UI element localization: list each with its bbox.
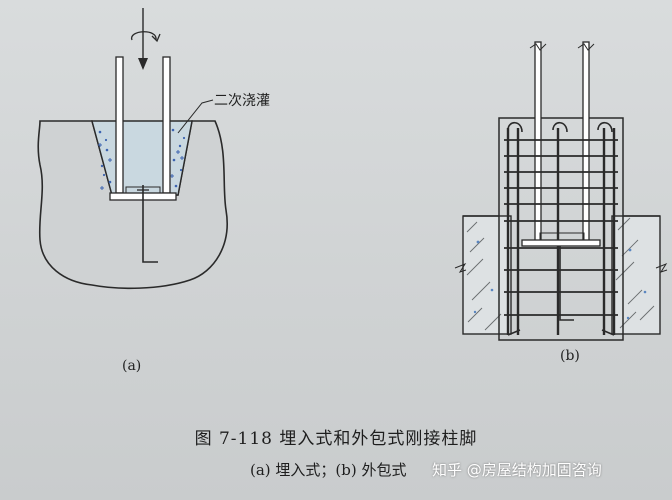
column-flange-left-a [115,56,124,194]
subfigure-a-label: (a) [122,358,142,374]
watermark: 知乎 @房屋结构加固咨询 [432,461,602,479]
column-flange-right-b [582,41,590,243]
moment-arrow-a [131,31,157,41]
base-plate-b [521,239,601,247]
encasement-frame-b [498,117,624,341]
concrete-encasement-b [462,215,661,335]
longitudinal-rebar-b [506,128,616,335]
column-flange-left-b [534,41,542,243]
column-base-figure [37,8,668,341]
grout-leader-a [177,99,214,134]
figure-caption: 图 7-118 埋入式和外包式刚接柱脚 [194,429,478,449]
figure-a [37,8,228,290]
anchor-bolt-b [559,246,574,321]
column-flange-right-a [162,56,171,194]
subfigure-b-label: (b) [560,348,580,364]
foundation-outline-a [37,120,228,290]
grout-speckles-a [98,128,186,188]
rebar-hooks-b [507,121,613,133]
grout-crosses-a [98,143,184,190]
figure-b [454,41,668,341]
figure-subcaption: (a) 埋入式；(b) 外包式 [250,461,407,479]
grout-label: 二次浇灌 [214,93,270,109]
stirrups-b [504,139,618,316]
anchor-bolt-a [142,185,158,263]
